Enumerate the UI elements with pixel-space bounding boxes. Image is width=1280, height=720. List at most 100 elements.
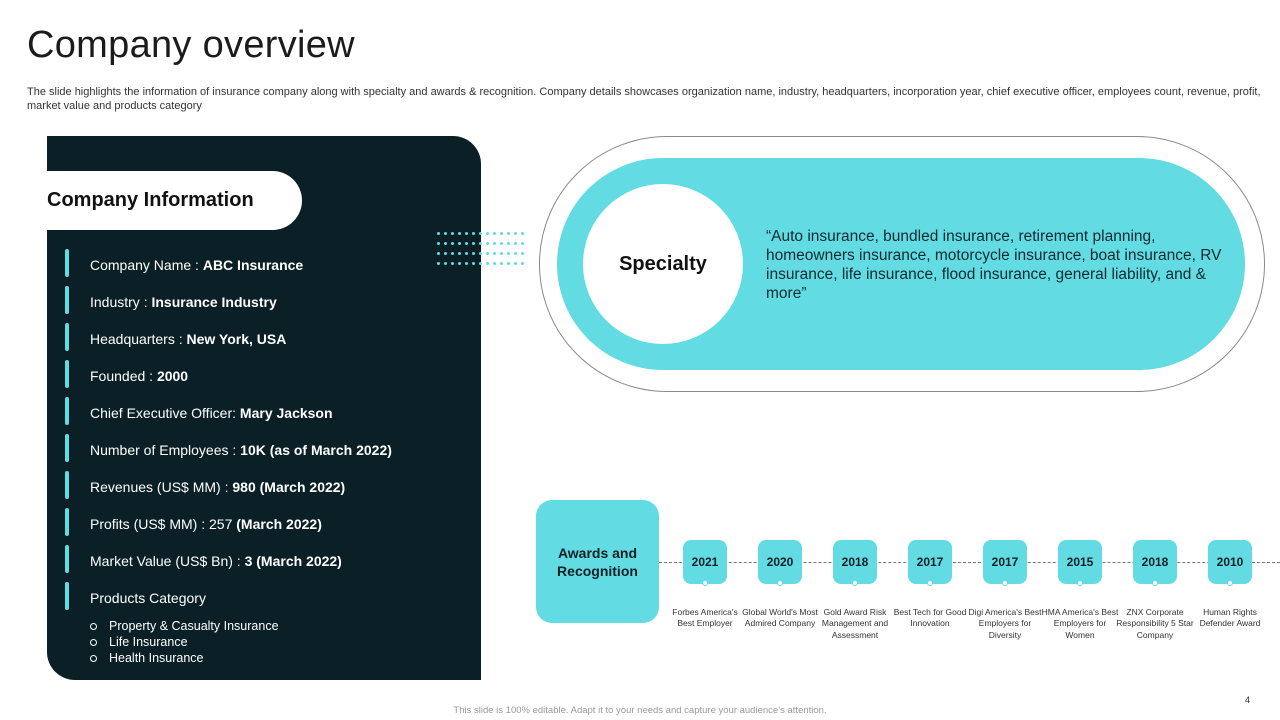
dot-icon <box>486 242 489 245</box>
dot-icon <box>444 232 447 235</box>
info-row-employees: Number of Employees : 10K (as of March 2… <box>65 431 465 468</box>
dot-icon <box>486 252 489 255</box>
bullet-circle-icon <box>90 622 97 630</box>
dot-icon <box>507 232 510 235</box>
dot-icon <box>437 232 440 235</box>
dot-icon <box>444 242 447 245</box>
dot-icon <box>507 252 510 255</box>
info-row-industry: Industry : Insurance Industry <box>65 283 465 320</box>
dot-icon <box>465 252 468 255</box>
timeline-dot-icon <box>1227 580 1233 586</box>
timeline-line <box>659 562 1280 563</box>
dot-icon <box>479 232 482 235</box>
award-caption: Best Tech for Good Innovation <box>893 607 967 629</box>
dot-icon <box>486 262 489 265</box>
dot-icon <box>493 262 496 265</box>
dot-icon <box>472 232 475 235</box>
dot-icon <box>451 232 454 235</box>
specialty-outline <box>539 136 1265 392</box>
dot-icon <box>521 252 524 255</box>
dot-icon <box>500 232 503 235</box>
specialty-label: Specialty <box>619 252 707 275</box>
award-year: 2020 <box>758 540 802 584</box>
award-year: 2021 <box>683 540 727 584</box>
timeline-dot-icon <box>927 580 933 586</box>
award-caption: Global World's Most Admired Company <box>742 607 818 629</box>
products-list: Property & Casualty Insurance Life Insur… <box>90 618 279 666</box>
dot-icon <box>437 262 440 265</box>
dot-icon <box>458 262 461 265</box>
info-row-products-category: Products Category <box>65 579 465 616</box>
award-caption: Gold Award Risk Management and Assessmen… <box>821 607 889 640</box>
dot-icon <box>437 252 440 255</box>
timeline-dot-icon <box>1152 580 1158 586</box>
dot-icon <box>472 252 475 255</box>
award-year: 2017 <box>908 540 952 584</box>
company-info-title: Company Information <box>47 189 254 211</box>
timeline-dot-icon <box>1077 580 1083 586</box>
award-year: 2010 <box>1208 540 1252 584</box>
dot-icon <box>500 242 503 245</box>
decorative-dots <box>437 232 529 268</box>
info-row-ceo: Chief Executive Officer: Mary Jackson <box>65 394 465 431</box>
dot-icon <box>444 262 447 265</box>
info-row-revenues: Revenues (US$ MM) : 980 (March 2022) <box>65 468 465 505</box>
list-item: Health Insurance <box>90 650 279 666</box>
dot-icon <box>465 232 468 235</box>
dot-icon <box>521 262 524 265</box>
award-caption: Digi America's Best Employers for Divers… <box>968 607 1042 640</box>
dot-icon <box>472 262 475 265</box>
specialty-circle: Specialty <box>583 184 743 344</box>
dot-icon <box>465 262 468 265</box>
bullet-circle-icon <box>90 654 97 662</box>
dot-icon <box>465 242 468 245</box>
dot-icon <box>500 262 503 265</box>
info-row-headquarters: Headquarters : New York, USA <box>65 320 465 357</box>
dot-icon <box>507 262 510 265</box>
award-year: 2018 <box>833 540 877 584</box>
page-number: 4 <box>1245 695 1251 705</box>
dot-icon <box>521 232 524 235</box>
dot-icon <box>472 242 475 245</box>
dot-icon <box>514 242 517 245</box>
dot-icon <box>458 232 461 235</box>
dot-icon <box>451 252 454 255</box>
page-title: Company overview <box>27 24 355 66</box>
dot-icon <box>451 242 454 245</box>
timeline-dot-icon <box>777 580 783 586</box>
dot-icon <box>458 252 461 255</box>
info-row-profits: Profits (US$ MM) : 257 (March 2022) <box>65 505 465 542</box>
info-row-market-value: Market Value (US$ Bn) : 3 (March 2022) <box>65 542 465 579</box>
dot-icon <box>479 262 482 265</box>
award-year: 2018 <box>1133 540 1177 584</box>
dot-icon <box>514 252 517 255</box>
dot-icon <box>486 232 489 235</box>
dot-icon <box>458 242 461 245</box>
dot-icon <box>500 252 503 255</box>
award-year: 2017 <box>983 540 1027 584</box>
awards-box: Awards and Recognition <box>536 500 659 623</box>
specialty-text: “Auto insurance, bundled insurance, reti… <box>766 228 1222 302</box>
timeline-dot-icon <box>1002 580 1008 586</box>
timeline-dot-icon <box>852 580 858 586</box>
dot-icon <box>493 252 496 255</box>
dot-icon <box>479 242 482 245</box>
company-info-header: Company Information <box>0 171 302 230</box>
timeline-dot-icon <box>702 580 708 586</box>
dot-icon <box>437 242 440 245</box>
award-caption: ZNX Corporate Responsibility 5 Star Comp… <box>1116 607 1194 640</box>
award-caption: Forbes America's Best Employer <box>672 607 738 629</box>
bullet-circle-icon <box>90 638 97 646</box>
dot-icon <box>493 242 496 245</box>
dot-icon <box>521 242 524 245</box>
award-caption: HMA America's Best Employers for Women <box>1041 607 1119 640</box>
dot-icon <box>444 252 447 255</box>
company-info-list: Company Name : ABC Insurance Industry : … <box>65 246 465 616</box>
dot-icon <box>514 232 517 235</box>
info-row-founded: Founded : 2000 <box>65 357 465 394</box>
dot-icon <box>514 262 517 265</box>
list-item: Property & Casualty Insurance <box>90 618 279 634</box>
footer-note: This slide is 100% editable. Adapt it to… <box>453 705 827 716</box>
award-caption: Human Rights Defender Award <box>1199 607 1261 629</box>
award-year: 2015 <box>1058 540 1102 584</box>
